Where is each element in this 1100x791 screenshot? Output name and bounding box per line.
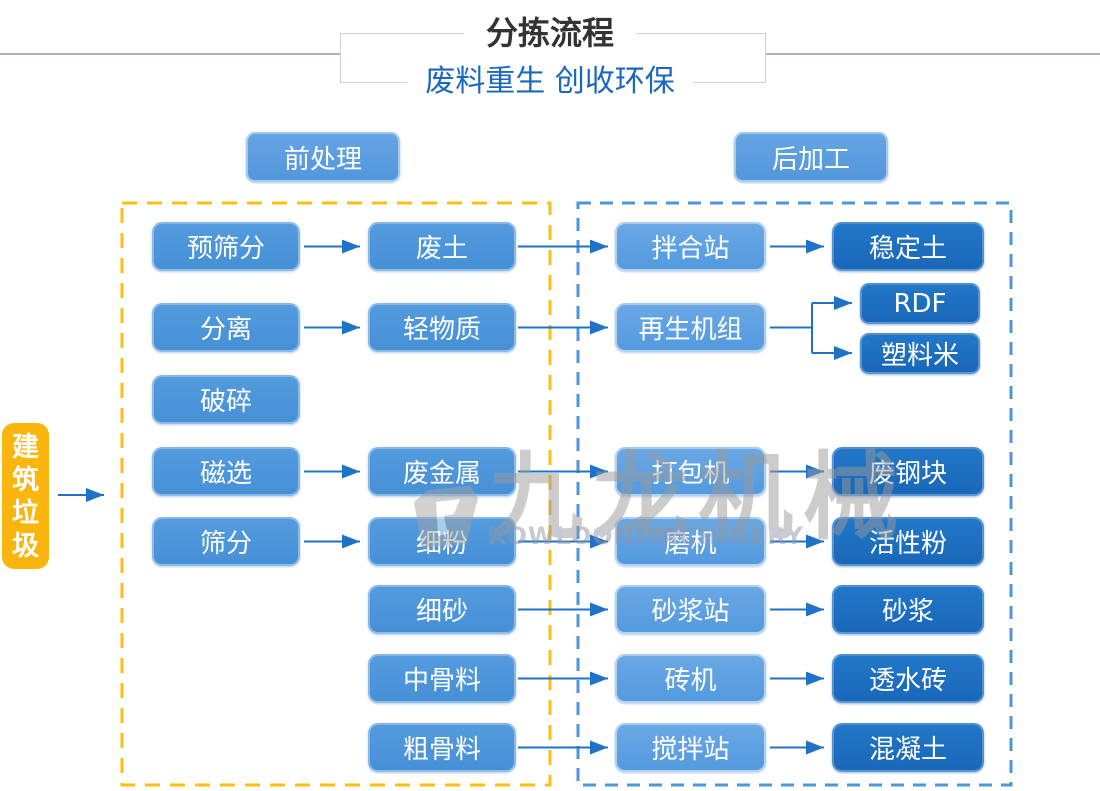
node-light-material: 轻物质 <box>368 303 516 352</box>
node-mixing-station: 拌合站 <box>615 222 766 271</box>
node-active-powder: 活性粉 <box>832 517 984 566</box>
node-fine-sand: 细砂 <box>368 585 516 634</box>
source-box-construction-waste: 建筑垃圾 <box>2 423 49 569</box>
node-concrete: 混凝土 <box>832 723 984 772</box>
section-label-pre-processing: 前处理 <box>246 132 400 182</box>
node-mill: 磨机 <box>615 517 766 566</box>
node-pre-screening: 预筛分 <box>152 222 300 271</box>
node-stabilized-soil: 稳定土 <box>832 222 984 271</box>
page-subtitle: 废料重生 创收环保 <box>0 63 1100 101</box>
section-label-post-processing: 后加工 <box>734 132 888 182</box>
node-concrete-batching-station: 搅拌站 <box>615 723 766 772</box>
node-magnetic-separation: 磁选 <box>152 447 300 496</box>
pre-processing-dashed-region <box>120 201 552 787</box>
node-waste-soil: 废土 <box>368 222 516 271</box>
page-subtitle-text: 废料重生 创收环保 <box>407 63 693 101</box>
node-separation: 分离 <box>152 303 300 352</box>
node-scrap-metal: 废金属 <box>368 447 516 496</box>
page-title: 分拣流程 <box>0 14 1100 52</box>
node-medium-aggregate: 中骨料 <box>368 654 516 703</box>
node-brick-machine: 砖机 <box>615 654 766 703</box>
node-permeable-brick: 透水砖 <box>832 654 984 703</box>
page-title-text: 分拣流程 <box>463 14 636 52</box>
node-baler: 打包机 <box>615 447 766 496</box>
node-mortar-station: 砂浆站 <box>615 585 766 634</box>
node-coarse-aggregate: 粗骨料 <box>368 723 516 772</box>
node-plastic-pellets: 塑料米 <box>860 333 980 374</box>
node-scrap-steel-block: 废钢块 <box>832 447 984 496</box>
node-rdf: RDF <box>860 283 980 324</box>
node-fine-powder: 细粉 <box>368 517 516 566</box>
node-crushing: 破碎 <box>152 375 300 424</box>
post-processing-dashed-region <box>576 201 1013 787</box>
node-recycling-unit: 再生机组 <box>615 303 766 352</box>
node-mortar: 砂浆 <box>832 585 984 634</box>
node-screening: 筛分 <box>152 517 300 566</box>
